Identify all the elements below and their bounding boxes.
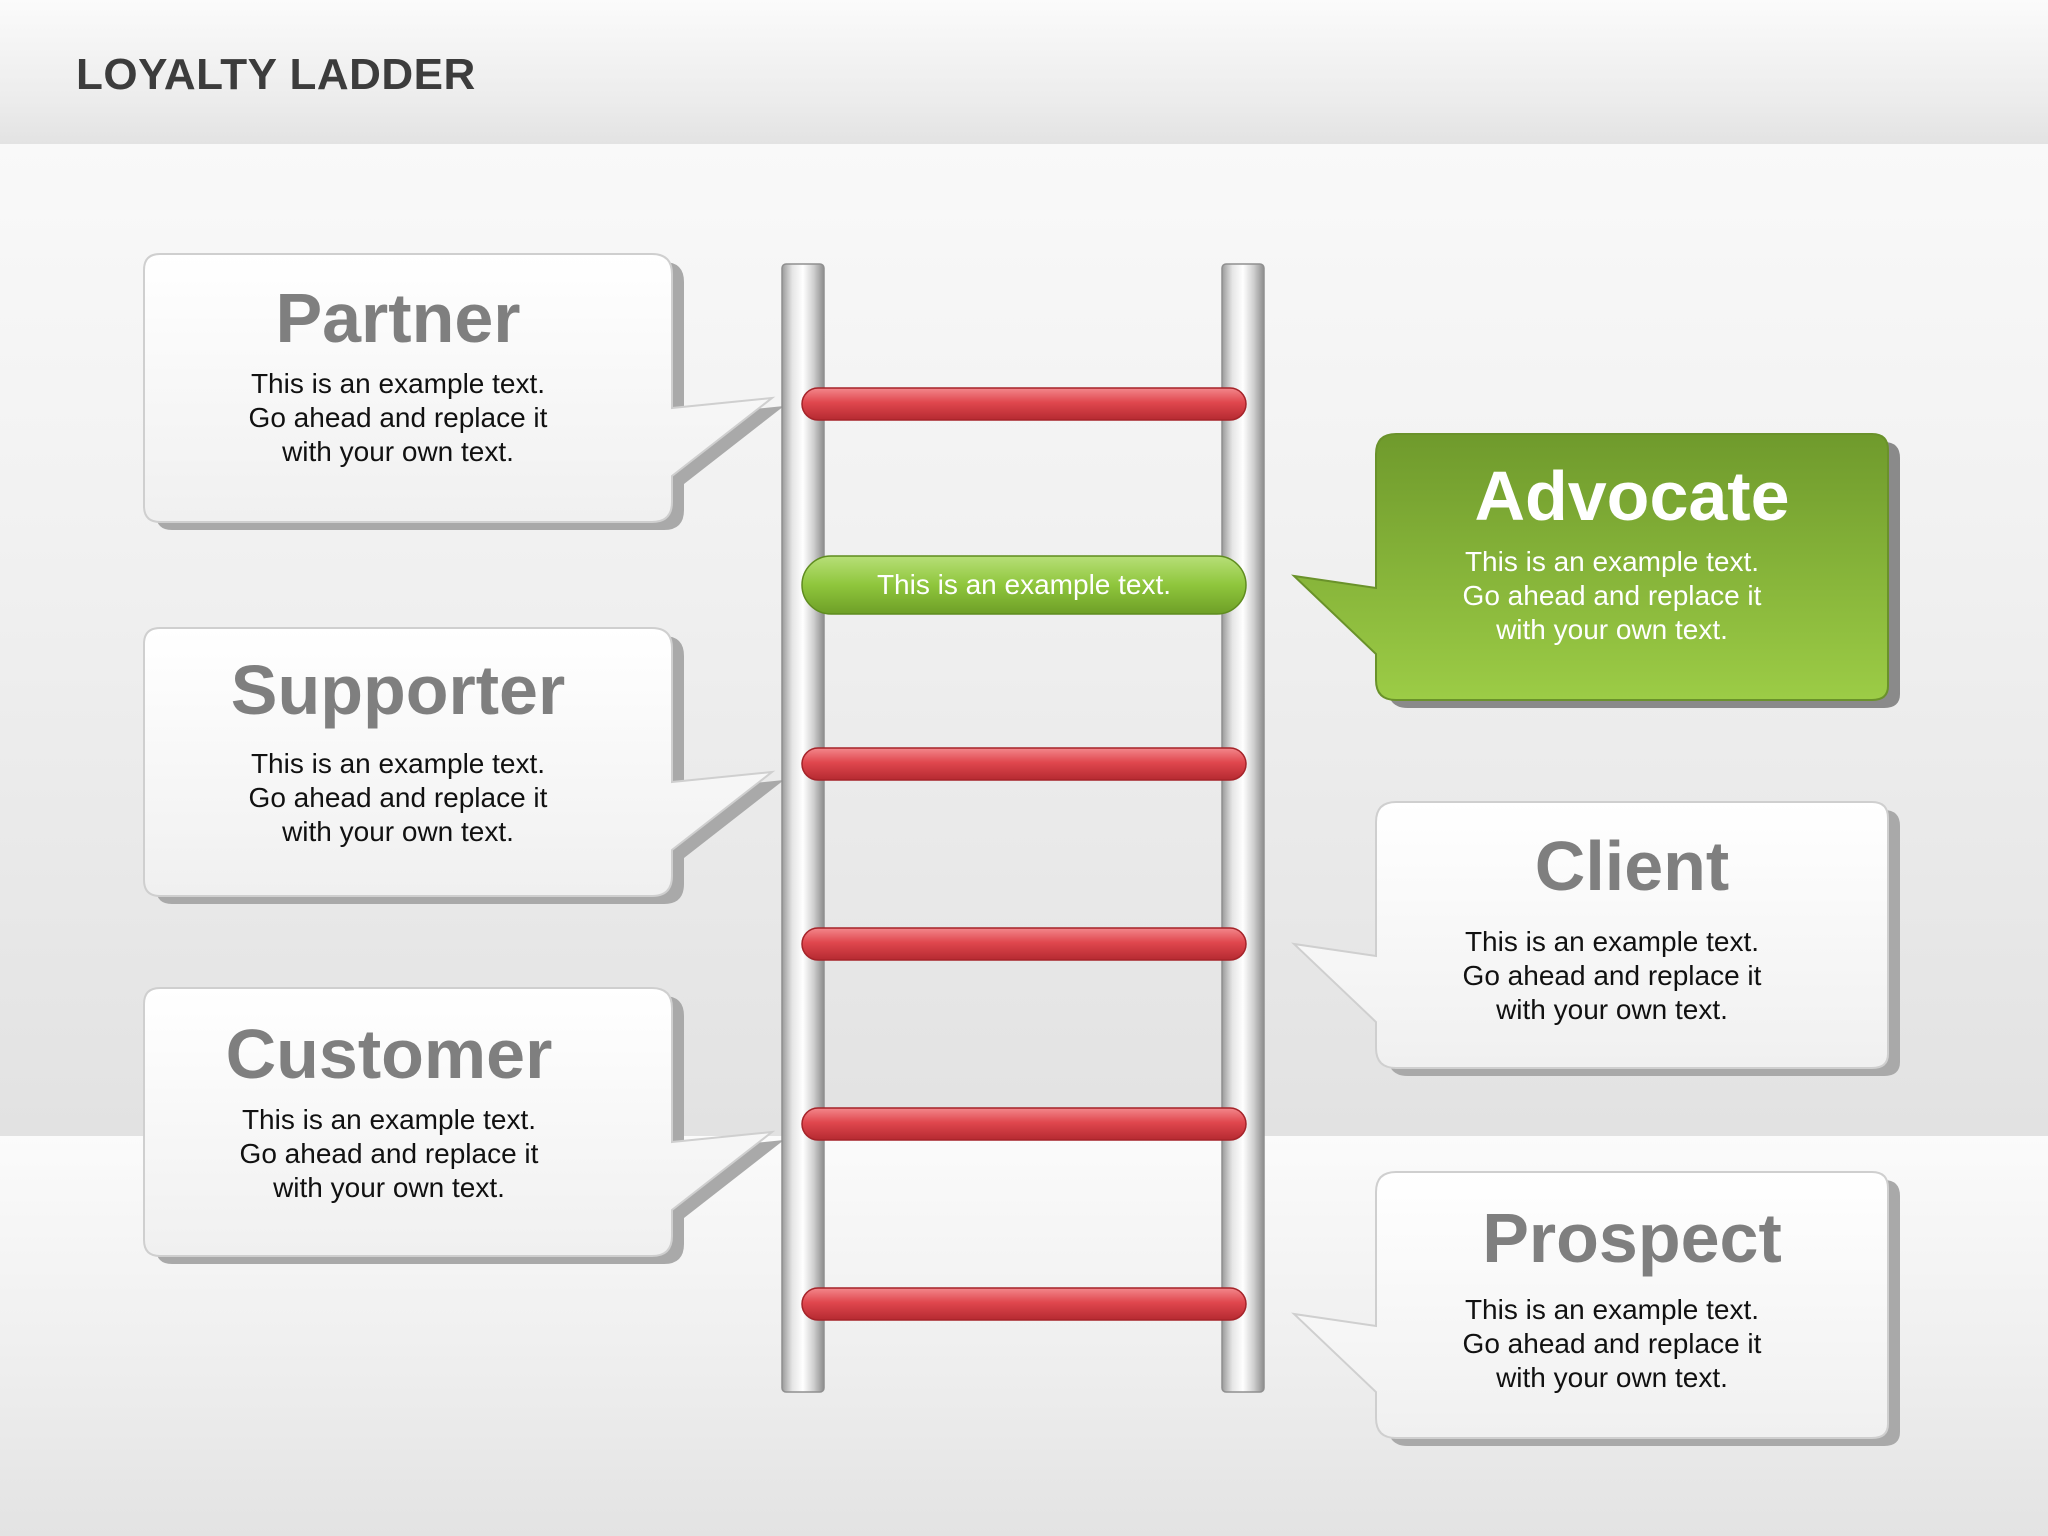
callout-prospect-text: This is an example text. Go ahead and re… bbox=[1462, 1294, 1762, 1393]
callout-prospect-bubble bbox=[1291, 1171, 1900, 1446]
callout-advocate-bubble bbox=[1291, 433, 1900, 708]
ladder-rung bbox=[801, 387, 1247, 421]
ladder-rail-right bbox=[1221, 263, 1265, 1393]
callout-customer-bubble bbox=[143, 987, 784, 1264]
callout-client: Client This is an example text. Go ahead… bbox=[1376, 828, 1888, 1027]
callout-partner: Partner This is an example text. Go ahea… bbox=[144, 280, 652, 469]
callout-partner-title: Partner bbox=[275, 279, 521, 357]
callout-supporter-title: Supporter bbox=[230, 651, 566, 729]
callout-advocate: Advocate This is an example text. Go ahe… bbox=[1376, 458, 1888, 647]
ladder-rung bbox=[801, 1287, 1247, 1321]
header-bar: LOYALTY LADDER bbox=[0, 0, 2048, 144]
ladder-rung bbox=[801, 1107, 1247, 1141]
callout-prospect-title: Prospect bbox=[1482, 1199, 1782, 1277]
callout-partner-bubble bbox=[143, 253, 784, 530]
callout-supporter: Supporter This is an example text. Go ah… bbox=[144, 652, 652, 849]
callout-partner-text: This is an example text. Go ahead and re… bbox=[248, 368, 548, 467]
callout-prospect: Prospect This is an example text. Go ahe… bbox=[1376, 1200, 1888, 1395]
callout-client-text: This is an example text. Go ahead and re… bbox=[1462, 926, 1762, 1025]
callout-advocate-title: Advocate bbox=[1474, 457, 1790, 535]
page-title: LOYALTY LADDER bbox=[76, 50, 476, 99]
ladder-rail-left bbox=[781, 263, 825, 1393]
ladder-rung bbox=[801, 747, 1247, 781]
callout-supporter-text: This is an example text. Go ahead and re… bbox=[248, 748, 548, 847]
callout-customer-title: Customer bbox=[225, 1015, 553, 1093]
ladder-rung bbox=[801, 927, 1247, 961]
callout-advocate-text: This is an example text. Go ahead and re… bbox=[1462, 546, 1762, 645]
highlight-rung-label: This is an example text. bbox=[876, 569, 1172, 600]
callout-client-title: Client bbox=[1534, 827, 1730, 905]
callout-client-bubble bbox=[1291, 801, 1900, 1076]
callout-customer-text: This is an example text. Go ahead and re… bbox=[239, 1104, 539, 1203]
callout-supporter-bubble bbox=[143, 627, 784, 904]
ladder-rung-highlight bbox=[801, 555, 1247, 615]
callout-customer: Customer This is an example text. Go ahe… bbox=[144, 1016, 634, 1205]
